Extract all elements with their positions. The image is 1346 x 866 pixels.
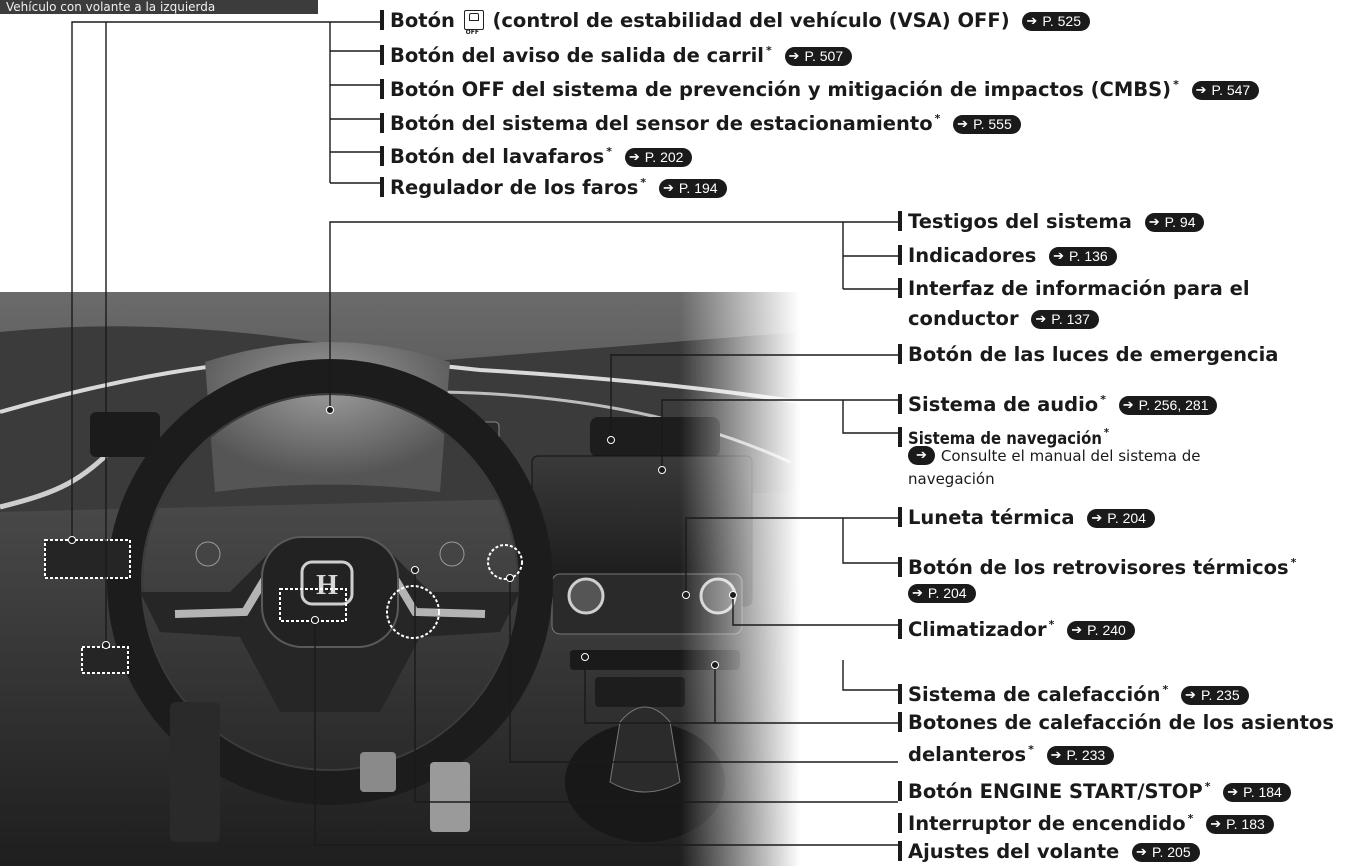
callout-headlight-washer: Botón del lavafaros* ➔P. 202 xyxy=(380,140,693,169)
callout-cmbs: Botón OFF del sistema de prevención y mi… xyxy=(380,73,1260,102)
callout-hazard: Botón de las luces de emergencia xyxy=(898,343,1278,367)
callout-navigation: Sistema de navegación* xyxy=(898,421,1109,451)
callout-audio: Sistema de audio* ➔P. 256, 281 xyxy=(898,388,1218,417)
callout-driver-info: Interfaz de información para el xyxy=(898,277,1250,301)
callout-driver-info-cont: conductor ➔P. 137 xyxy=(908,307,1099,331)
callout-heating: Sistema de calefacción* ➔P. 235 xyxy=(898,678,1249,707)
callout-vsa: Botón (control de estabilidad del vehícu… xyxy=(380,9,1090,45)
page-ref-link[interactable]: ➔P. 233 xyxy=(1046,745,1115,765)
callout-engine-start: Botón ENGINE START/STOP* ➔P. 184 xyxy=(898,775,1291,804)
page-ref-link[interactable]: ➔P. 184 xyxy=(1223,782,1291,802)
page-ref-link[interactable]: ➔P. 94 xyxy=(1144,212,1205,232)
callout-seat-heater: Botones de calefacción de los asientos xyxy=(898,711,1334,735)
page-ref-link[interactable]: ➔P. 256, 281 xyxy=(1118,395,1218,415)
callout-climate: Climatizador* ➔P. 240 xyxy=(898,613,1135,642)
callout-lane-departure: Botón del aviso de salida de carril* ➔P.… xyxy=(380,39,853,68)
callout-rear-defrost: Luneta térmica ➔P. 204 xyxy=(898,506,1155,530)
callout-seat-heater-cont: delanteros* ➔P. 233 xyxy=(908,738,1115,767)
section-tab: Vehículo con volante a la izquierda xyxy=(0,0,318,14)
page-ref-link[interactable]: ➔P. 194 xyxy=(658,178,727,198)
ref-arrow-icon: ➔ xyxy=(908,445,935,465)
callout-steering-adjust: Ajustes del volante ➔P. 205 xyxy=(898,840,1200,864)
callout-mirror-heater: Botón de los retrovisores térmicos* xyxy=(898,551,1296,580)
callout-gauges: Indicadores ➔P. 136 xyxy=(898,244,1117,268)
navigation-note-cont: navegación xyxy=(908,470,995,488)
page-ref-link[interactable]: ➔P. 525 xyxy=(1022,11,1090,31)
page-ref-link[interactable]: ➔P. 204 xyxy=(1087,508,1155,528)
callout-headlight-leveler: Regulador de los faros* ➔P. 194 xyxy=(380,171,727,200)
page-ref-link[interactable]: ➔P. 547 xyxy=(1191,80,1260,100)
callout-ignition: Interruptor de encendido* ➔P. 183 xyxy=(898,807,1274,836)
vsa-off-icon xyxy=(463,10,484,45)
navigation-note: ➔Consulte el manual del sistema de xyxy=(908,445,1200,467)
page-ref-link[interactable]: ➔P. 235 xyxy=(1181,685,1249,705)
page-ref-link[interactable]: ➔P. 507 xyxy=(784,46,853,66)
page-ref-link[interactable]: ➔P. 205 xyxy=(1132,842,1200,862)
page-ref-link[interactable]: ➔P. 555 xyxy=(953,114,1021,134)
page-ref-link[interactable]: ➔P. 137 xyxy=(1031,309,1099,329)
page-ref-link[interactable]: ➔P. 183 xyxy=(1206,814,1274,834)
page-ref-link[interactable]: ➔P. 204 xyxy=(908,583,976,603)
callout-parking-sensor: Botón del sistema del sensor de estacion… xyxy=(380,107,1021,136)
dashboard-photo: ▲ H xyxy=(0,292,800,866)
callout-indicators: Testigos del sistema ➔P. 94 xyxy=(898,210,1205,234)
page-ref-link[interactable]: ➔P. 136 xyxy=(1049,246,1117,266)
page-ref-link[interactable]: ➔P. 202 xyxy=(624,147,693,167)
callout-mirror-heater-ref: ➔P. 204 xyxy=(908,581,976,605)
page-ref-link[interactable]: ➔P. 240 xyxy=(1067,620,1135,640)
